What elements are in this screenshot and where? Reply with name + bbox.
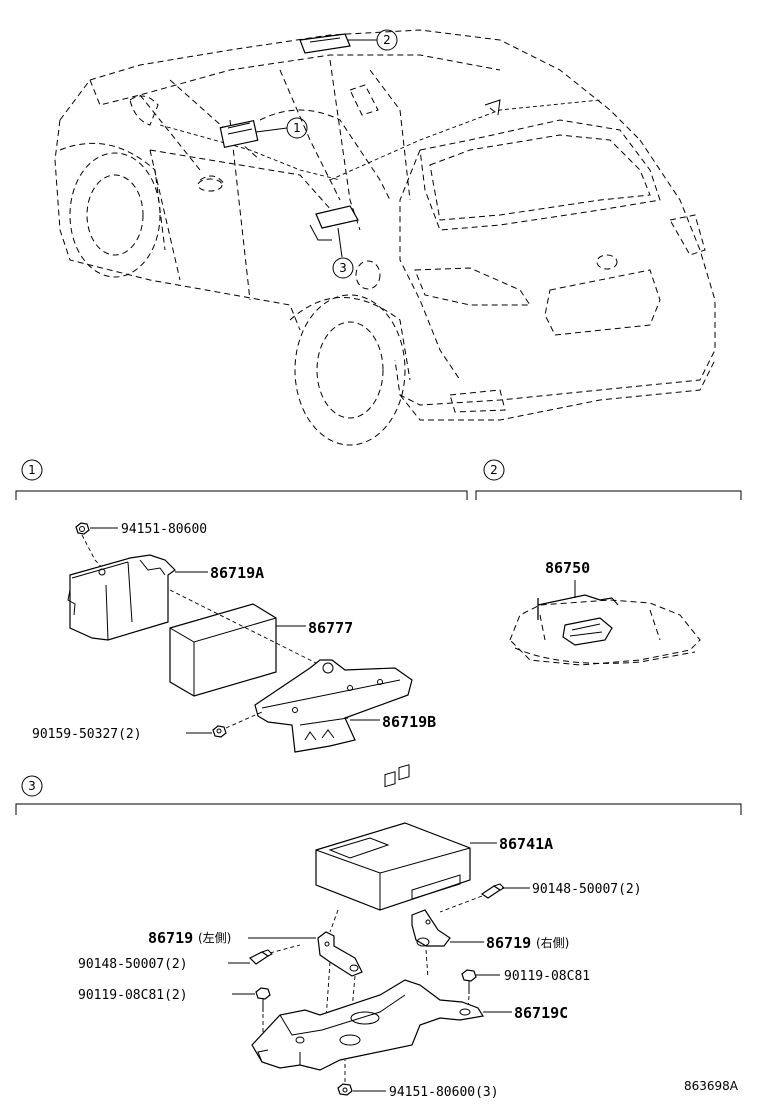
screw-90148-50007-left	[248, 949, 273, 965]
bolt-90119-08C81-left	[255, 987, 271, 1012]
pn-90148-50007-right: 90148-50007(2)	[532, 882, 642, 897]
callout-1-number: 1	[293, 121, 301, 135]
pn-86719-right-num: 86719	[486, 934, 531, 952]
pn-86719C: 86719C	[514, 1004, 568, 1022]
overhead-console-86750	[509, 594, 701, 666]
section-3-header: 3	[15, 775, 742, 815]
section-2-number: 2	[490, 463, 498, 477]
pn-90148-50007-left: 90148-50007(2)	[78, 957, 188, 972]
pn-86719-right-note: (右側)	[536, 935, 569, 950]
screw-90148-50007-right	[480, 883, 505, 899]
bracket-86719B	[254, 659, 413, 753]
section-1-header: 1	[15, 459, 468, 500]
nut-94151-80600	[75, 522, 90, 535]
section-2-header: 2	[475, 459, 742, 500]
pn-90119-08C81-right: 90119-08C81	[504, 969, 590, 984]
bolt-90159-50327	[212, 725, 227, 738]
pn-90159-50327: 90159-50327(2)	[32, 727, 142, 742]
section-1-parts: 94151-80600 86719A 86777	[32, 522, 436, 753]
pn-90119-08C81-left: 90119-08C81(2)	[78, 988, 188, 1003]
pn-86777: 86777	[308, 619, 353, 637]
figure-id: 863698A	[684, 1079, 739, 1093]
vehicle-callout-3: 3	[332, 257, 354, 279]
section-3-parts: 86741A 90148-50007(2) 86719 (右側) 86719 (…	[78, 764, 642, 1100]
bolt-90119-08C81-right	[461, 969, 477, 994]
pn-86719-left-num: 86719	[148, 929, 193, 947]
bracket-86719-right	[411, 909, 451, 947]
vehicle-overview	[54, 29, 716, 446]
pn-94151-80600: 94151-80600	[121, 522, 207, 537]
module-86777	[169, 603, 277, 697]
bracket-86719C	[251, 979, 484, 1071]
pn-86719B: 86719B	[382, 713, 436, 731]
pn-86719-left-note: (左側)	[198, 930, 231, 945]
section-3-number: 3	[28, 779, 36, 793]
pn-86750: 86750	[545, 559, 590, 577]
bracket-86719-left	[317, 931, 363, 977]
callout-2-number: 2	[383, 33, 391, 47]
nut-94151-80600-3	[337, 1083, 353, 1096]
pn-86719A: 86719A	[210, 564, 264, 582]
vehicle-callout-2: 2	[376, 29, 398, 51]
module-86741A	[315, 764, 471, 911]
callout-3-number: 3	[339, 261, 347, 275]
pn-94151-80600-3: 94151-80600(3)	[389, 1085, 499, 1100]
section-2-parts: 86750	[509, 559, 701, 666]
section-1-number: 1	[28, 463, 36, 477]
vehicle-callout-1: 1	[286, 117, 308, 139]
pn-86741A: 86741A	[499, 835, 553, 853]
bracket-86719A	[67, 554, 176, 641]
